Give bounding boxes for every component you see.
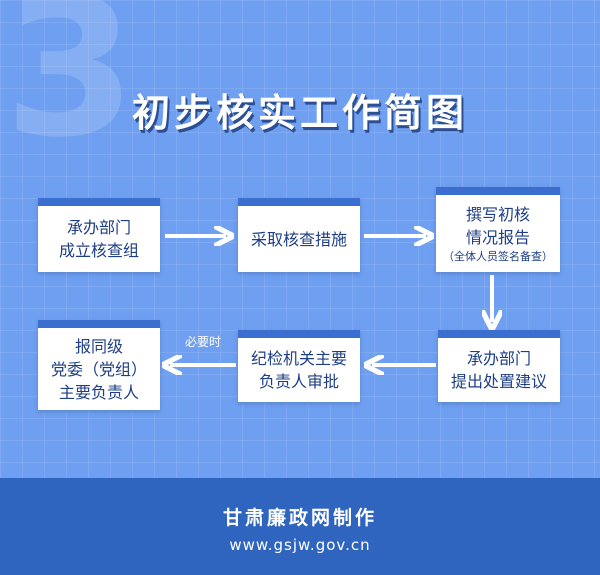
background-step-number: 3 [4, 0, 137, 179]
footer-org: 甘肃廉政网制作 [222, 507, 377, 529]
step-1-line-2: 成立核查组 [58, 241, 139, 260]
step-1-box: 承办部门 成立核查组 [38, 198, 160, 272]
step-5-box: 纪检机关主要 负责人审批 [238, 330, 360, 402]
footer-url: www.gsjw.gov.cn [229, 536, 371, 554]
step-6-box: 报同级 党委（党组） 主要负责人 [38, 320, 160, 410]
conditional-note: 必要时 [185, 335, 222, 349]
step-3-line-1: 撰写初核 [465, 204, 530, 224]
step-3-box: 撰写初核 情况报告 （全体人员签名备查） [436, 187, 560, 272]
step-5-line-1: 纪检机关主要 [250, 349, 347, 368]
step-6-line-3: 主要负责人 [58, 382, 139, 402]
step-2-line-1: 采取核查措施 [250, 229, 347, 249]
step-4-line-1: 承办部门 [466, 349, 531, 368]
step-6-line-2: 党委（党组） [50, 359, 147, 379]
step-2-box: 采取核查措施 [238, 198, 360, 272]
step-1-line-1: 承办部门 [66, 218, 131, 237]
step-4-box: 承办部门 提出处置建议 [438, 330, 560, 402]
step-5-line-2: 负责人审批 [258, 372, 339, 391]
page-title: 初步核实工作简图 [131, 90, 468, 135]
step-3-line-2: 情况报告 [465, 227, 530, 247]
step-6-line-1: 报同级 [74, 336, 123, 356]
step-4-line-2: 提出处置建议 [450, 372, 547, 391]
step-3-line-3: （全体人员签名备查） [443, 249, 553, 263]
footer: 甘肃廉政网制作 www.gsjw.gov.cn [0, 478, 600, 575]
